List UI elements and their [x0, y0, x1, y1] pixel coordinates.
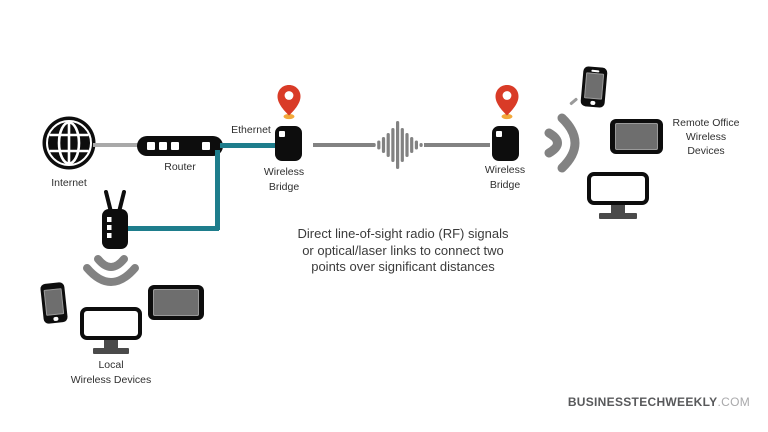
bridge-right-label: Wireless Bridge: [484, 164, 526, 191]
bridge-icon: [275, 126, 302, 161]
internet-label: Internet: [51, 177, 87, 189]
map-pin-icon: [277, 85, 301, 120]
wifi-down-icon: [83, 255, 139, 286]
motion-dash: [569, 97, 578, 106]
globe-icon: [42, 116, 96, 170]
router-bridge-link: [220, 143, 277, 148]
remote-devices-label: Remote Office Wireless Devices: [672, 117, 740, 157]
phone-icon: [39, 281, 69, 325]
tablet-icon: [610, 119, 663, 154]
router-ap-link-vertical: [215, 150, 220, 230]
brand-name: BUSINESSTECHWEEKLY: [567, 395, 718, 409]
diagram-caption: Direct line-of-sight radio (RF) signals …: [297, 226, 509, 274]
router-icon: [137, 136, 223, 156]
wifi-right-icon: [544, 113, 580, 173]
bridge-left-label: Wireless Bridge: [263, 166, 305, 193]
bridge-icon: [492, 126, 519, 161]
p2p-link-left: [313, 143, 374, 147]
ethernet-label: Ethernet: [231, 124, 271, 136]
router-ap-link-horizontal: [126, 226, 219, 231]
brand-domain-suffix: .COM: [717, 395, 750, 409]
router-label: Router: [164, 161, 196, 173]
map-pin-icon: [495, 85, 519, 120]
monitor-icon: [80, 307, 142, 355]
tablet-icon: [148, 285, 204, 320]
monitor-icon: [587, 172, 649, 220]
brand-footer: BUSINESSTECHWEEKLY.COM: [548, 395, 750, 409]
phone-icon: [580, 66, 608, 108]
waveform-icon: [372, 121, 423, 169]
internet-router-link: [93, 143, 139, 147]
p2p-link-right: [424, 143, 490, 147]
local-devices-label: Local Wireless Devices: [70, 359, 152, 386]
access-point-icon: [102, 190, 128, 249]
